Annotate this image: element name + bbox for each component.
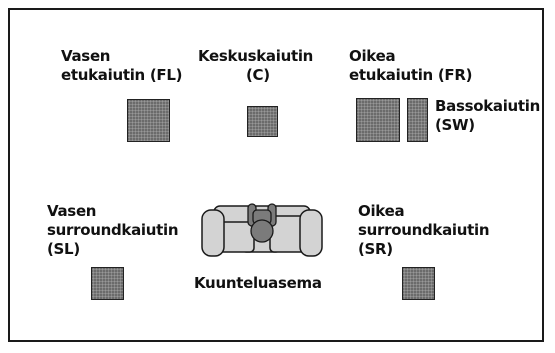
sofa-arm-right bbox=[299, 209, 323, 257]
center-speaker bbox=[247, 106, 278, 137]
sofa-listener-icon bbox=[201, 203, 323, 257]
surround-left-label-line2: surroundkaiutin bbox=[47, 221, 179, 239]
front-right-label: Oikea etukaiutin (FR) bbox=[349, 47, 472, 85]
subwoofer-speaker bbox=[407, 98, 428, 142]
surround-right-label-line2: surroundkaiutin bbox=[358, 221, 490, 239]
front-right-label-line1: Oikea bbox=[349, 47, 396, 65]
listening-position-label: Kuunteluasema bbox=[194, 274, 322, 292]
subwoofer-label-line1: Bassokaiutin bbox=[435, 97, 541, 115]
front-left-label-line2: etukaiutin (FL) bbox=[61, 66, 183, 84]
front-left-speaker bbox=[127, 99, 170, 142]
center-label-line1: Keskuskaiutin bbox=[198, 47, 314, 65]
front-right-label-line2: etukaiutin (FR) bbox=[349, 66, 473, 84]
surround-right-label: Oikea surroundkaiutin (SR) bbox=[358, 202, 490, 259]
center-label: Keskuskaiutin (C) bbox=[198, 47, 313, 85]
surround-left-label: Vasen surroundkaiutin (SL) bbox=[47, 202, 179, 259]
surround-right-label-line1: Oikea bbox=[358, 202, 405, 220]
subwoofer-label: Bassokaiutin (SW) bbox=[435, 97, 540, 135]
front-left-label: Vasen etukaiutin (FL) bbox=[61, 47, 182, 85]
surround-left-label-line1: Vasen bbox=[47, 202, 97, 220]
front-left-label-line1: Vasen bbox=[61, 47, 111, 65]
front-right-speaker bbox=[356, 98, 400, 142]
subwoofer-label-line2: (SW) bbox=[435, 116, 475, 134]
center-label-line2: (C) bbox=[246, 66, 270, 84]
surround-right-label-line3: (SR) bbox=[358, 240, 393, 258]
listener-head bbox=[250, 219, 274, 243]
surround-left-speaker bbox=[91, 267, 124, 300]
sofa-arm-left bbox=[201, 209, 225, 257]
surround-left-label-line3: (SL) bbox=[47, 240, 80, 258]
surround-right-speaker bbox=[402, 267, 435, 300]
